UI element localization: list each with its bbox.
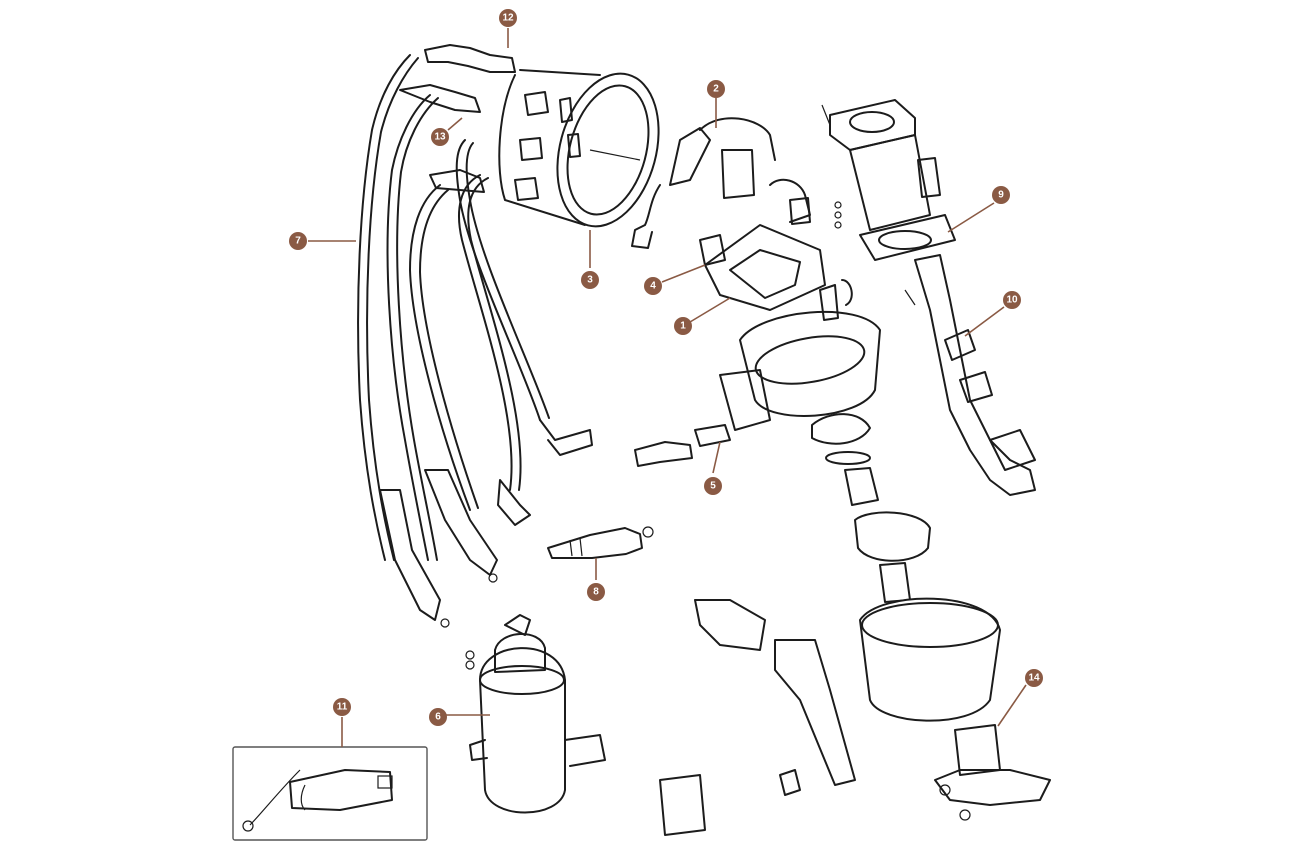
callout-12-label: 12 bbox=[502, 13, 514, 24]
callout-7: 7 bbox=[289, 232, 307, 250]
callout-14-label: 14 bbox=[1028, 673, 1040, 684]
callout-13-label: 13 bbox=[434, 132, 446, 143]
ht-leads-drawing bbox=[357, 44, 593, 628]
callout-3: 3 bbox=[581, 271, 599, 289]
callout-12: 12 bbox=[499, 9, 517, 27]
ignition-coil-drawing bbox=[465, 614, 606, 814]
callout-6-label: 6 bbox=[435, 712, 441, 723]
distributor-housing-drawing bbox=[821, 99, 956, 261]
callout-4: 4 bbox=[644, 277, 662, 295]
callout-8-label: 8 bbox=[593, 587, 599, 598]
callout-10: 10 bbox=[1003, 291, 1021, 309]
callout-5-label: 5 bbox=[710, 481, 716, 492]
callout-4-label: 4 bbox=[650, 281, 656, 292]
contact-breaker-drawing bbox=[699, 178, 842, 311]
callout-10-label: 10 bbox=[1006, 295, 1018, 306]
distributor-cap-drawing bbox=[498, 69, 660, 228]
callout-9: 9 bbox=[992, 186, 1010, 204]
spark-plug-drawing bbox=[547, 526, 654, 559]
distributor-body-drawing bbox=[634, 279, 931, 603]
lower-parts-drawing bbox=[659, 597, 1051, 836]
callout-9-label: 9 bbox=[998, 190, 1004, 201]
callout-13: 13 bbox=[431, 128, 449, 146]
callout-leader-lines bbox=[308, 28, 1027, 747]
rotor-arm-and-lead-drawing bbox=[631, 117, 776, 249]
callout-8: 8 bbox=[587, 583, 605, 601]
callout-1-label: 1 bbox=[680, 321, 686, 332]
callout-11: 11 bbox=[333, 698, 351, 716]
drive-shaft-drawing bbox=[904, 254, 1036, 496]
callout-14: 14 bbox=[1025, 669, 1043, 687]
callout-7-label: 7 bbox=[295, 236, 301, 247]
callout-11-label: 11 bbox=[337, 702, 348, 713]
callout-6: 6 bbox=[429, 708, 447, 726]
callout-1: 1 bbox=[674, 317, 692, 335]
ballast-resistor-inset bbox=[232, 746, 428, 841]
callout-2-label: 2 bbox=[713, 84, 719, 95]
callout-5: 5 bbox=[704, 477, 722, 495]
callout-3-label: 3 bbox=[587, 275, 593, 286]
callout-2: 2 bbox=[707, 80, 725, 98]
